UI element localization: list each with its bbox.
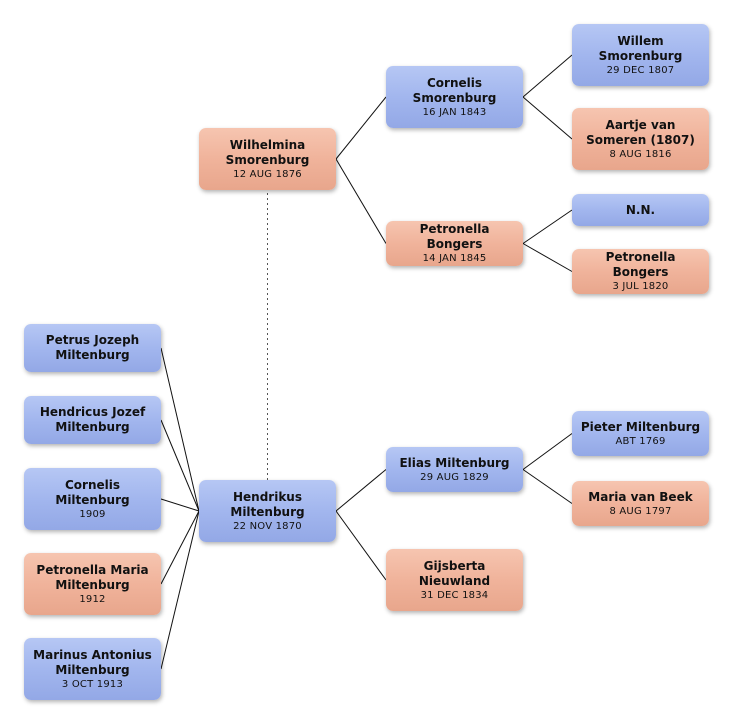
person-node-aartje-van-someren[interactable]: Aartje van Someren (1807)8 AUG 1816 [572,108,709,170]
relation-link-elias-miltenburg-maria-van-beek [522,469,573,504]
person-date: 8 AUG 1816 [609,148,672,160]
relation-link-hendrikus-miltenburg-elias-miltenburg [335,469,387,512]
person-name: Pieter Miltenburg [580,419,701,434]
relation-link-hendrikus-miltenburg-cornelis-miltenburg [160,498,200,512]
person-date: 12 AUG 1876 [233,168,302,180]
person-date: 29 DEC 1807 [606,64,675,76]
relation-link-petronella-bongers-1845-petronella-bongers-1820 [522,243,573,272]
relation-link-hendrikus-miltenburg-hendricus-jozef [160,419,200,512]
relation-link-hendrikus-miltenburg-gijsberta-nieuwland [335,510,387,581]
person-date: 1909 [79,508,106,520]
person-node-hendricus-jozef[interactable]: Hendricus Jozef Miltenburg [24,396,161,444]
person-date: 31 DEC 1834 [420,589,489,601]
relation-link-hendrikus-miltenburg-marinus-antonius [160,510,200,670]
person-date: 22 NOV 1870 [233,520,302,532]
person-name: Elias Miltenburg [399,455,510,470]
person-name: Hendrikus Miltenburg [230,489,305,519]
person-date: 14 JAN 1845 [422,253,487,264]
person-date: 8 AUG 1797 [609,505,672,517]
person-name: Petrus Jozeph Miltenburg [45,333,140,362]
person-name: Petronella Bongers [419,222,490,251]
person-name: Cornelis Smorenburg [412,75,497,105]
relation-link-hendrikus-miltenburg-petronella-maria [160,510,200,585]
person-name: Maria van Beek [588,489,693,504]
person-node-petronella-bongers-1820[interactable]: Petronella Bongers 3 JUL 1820 [572,249,709,294]
person-date: 29 AUG 1829 [420,471,489,483]
person-node-nn[interactable]: N.N. [572,194,709,226]
person-name: N.N. [625,202,656,217]
person-name: Hendricus Jozef Miltenburg [39,405,146,434]
person-name: Wilhelmina Smorenburg [225,137,310,167]
relation-link-wilhelmina-petronella-bongers-1845 [335,158,387,244]
person-name: Petronella Maria Miltenburg [36,562,149,592]
person-node-petrus-jozeph[interactable]: Petrus Jozeph Miltenburg [24,324,161,372]
relation-link-hendrikus-miltenburg-petrus-jozeph [160,347,200,512]
person-date: 1912 [79,593,106,605]
relation-link-petronella-bongers-1845-nn [522,209,573,244]
person-date: 3 OCT 1913 [61,678,124,690]
person-name: Cornelis Miltenburg [55,477,130,507]
relation-link-elias-miltenburg-pieter-miltenburg [522,433,573,470]
person-name: Aartje van Someren (1807) [586,117,695,147]
person-node-petronella-bongers-1845[interactable]: Petronella Bongers 14 JAN 1845 [386,221,523,266]
person-date: 3 JUL 1820 [612,281,669,292]
relation-link-cornelis-smorenburg-willem-smorenburg [522,54,573,98]
person-name: Gijsberta Nieuwland [418,558,491,588]
person-date: ABT 1769 [615,435,666,447]
person-name: Petronella Bongers [605,250,676,279]
relation-link-cornelis-smorenburg-aartje-van-someren [522,96,573,140]
person-date: 16 JAN 1843 [422,106,487,118]
person-name: Willem Smorenburg [598,33,683,63]
person-name: Marinus Antonius Miltenburg [33,647,152,677]
relation-link-wilhelmina-cornelis-smorenburg [335,96,387,160]
